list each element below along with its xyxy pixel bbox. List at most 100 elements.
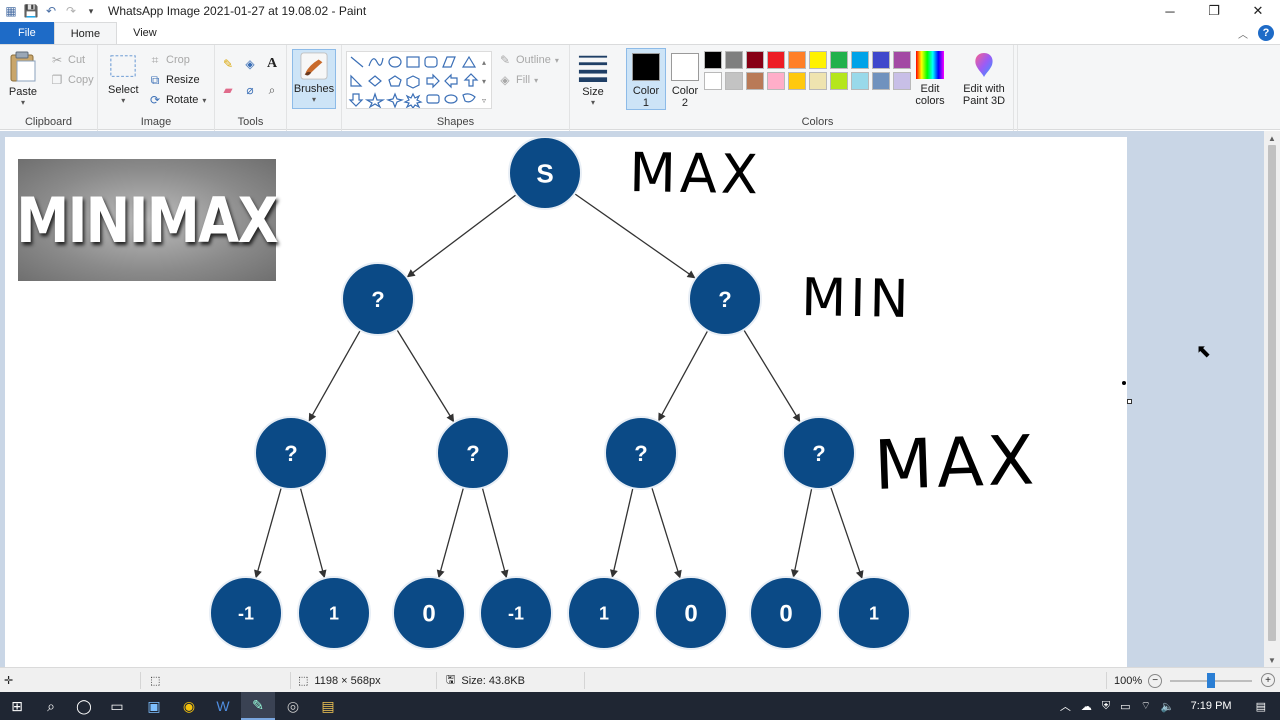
palette-swatch[interactable] xyxy=(788,51,806,69)
outline-button[interactable]: ✎ Outline ▾ xyxy=(499,53,559,67)
resize-button[interactable]: ⧉ Resize xyxy=(148,73,200,87)
shapes-scroll[interactable]: ▴▾▿ xyxy=(482,58,487,105)
palette-swatch[interactable] xyxy=(872,72,890,90)
resize-handle-corner[interactable] xyxy=(1127,399,1132,404)
palette-swatch[interactable] xyxy=(893,51,911,69)
scroll-thumb[interactable] xyxy=(1268,145,1276,641)
max-node-label: ? xyxy=(284,441,297,466)
restore-button[interactable]: ❐ xyxy=(1208,3,1220,18)
undo-icon[interactable]: ↶ xyxy=(45,4,57,18)
color2-button[interactable]: Color 2 xyxy=(666,49,704,109)
copy-button[interactable]: ❐ Copy xyxy=(50,73,94,87)
palette-swatch[interactable] xyxy=(704,72,722,90)
cortana-icon[interactable]: ◯ xyxy=(76,697,92,714)
palette-swatch[interactable] xyxy=(788,72,806,90)
zoom-slider-thumb[interactable] xyxy=(1207,673,1215,688)
palette-swatch[interactable] xyxy=(851,72,869,90)
cut-button[interactable]: ✂ Cut xyxy=(50,53,85,67)
palette-swatch[interactable] xyxy=(809,72,827,90)
zoom-out-icon[interactable]: − xyxy=(1148,673,1163,688)
color1-swatch xyxy=(632,53,660,81)
notifications-icon[interactable]: ▤ xyxy=(1255,700,1266,713)
word-icon[interactable]: W xyxy=(216,698,230,714)
paint-taskbar-icon[interactable]: ✎ xyxy=(241,692,275,720)
palette-swatch[interactable] xyxy=(767,72,785,90)
close-button[interactable]: ✕ xyxy=(1252,3,1264,18)
rotate-button[interactable]: ⟳ Rotate ▾ xyxy=(149,93,207,107)
start-windows-icon[interactable]: ⊞ xyxy=(11,697,23,714)
palette-swatch[interactable] xyxy=(704,51,722,69)
paint-app-icon[interactable]: ▦ xyxy=(5,4,17,18)
fill-tool[interactable]: ◈ xyxy=(243,57,257,71)
leaf-node-label: 1 xyxy=(869,603,879,623)
magnifier-icon: ⌕ xyxy=(268,82,276,97)
palette-swatch[interactable] xyxy=(830,72,848,90)
file-size: Size: 43.8KB xyxy=(461,674,525,687)
palette-swatch[interactable] xyxy=(872,51,890,69)
palette-swatch[interactable] xyxy=(830,51,848,69)
onedrive-icon[interactable]: ☁ xyxy=(1080,700,1092,713)
eraser-tool[interactable]: ▰ xyxy=(221,83,235,97)
customize-qat-icon[interactable]: ▾ xyxy=(88,5,94,16)
resize-handle-right[interactable] xyxy=(1122,381,1126,385)
collapse-ribbon-icon[interactable]: ︿ xyxy=(1238,29,1248,41)
redo-icon[interactable]: ↷ xyxy=(65,4,77,18)
tab-home[interactable]: Home xyxy=(53,22,118,44)
shapes-group: ▴▾▿ ✎ Outline ▾ ◈ Fill ▾ Shapes xyxy=(342,45,570,131)
edge-max-leaf xyxy=(299,487,326,579)
color-picker-tool[interactable]: ⌀ xyxy=(243,83,257,97)
text-tool[interactable]: A xyxy=(265,56,279,71)
save-icon[interactable]: 💾 xyxy=(23,4,39,18)
search-icon[interactable]: ⌕ xyxy=(47,697,55,714)
wifi-icon[interactable]: ⌔ xyxy=(1140,700,1151,712)
edge-arrowhead xyxy=(855,570,864,579)
minimize-button[interactable]: ─ xyxy=(1165,3,1175,19)
help-icon[interactable]: ? xyxy=(1258,25,1274,41)
shapes-gallery[interactable] xyxy=(346,51,492,110)
palette-swatch[interactable] xyxy=(746,51,764,69)
crop-button[interactable]: ⌗ Crop xyxy=(148,53,190,67)
ribbon: Paste ▾ ✂ Cut ❐ Copy Clipboard Select ▾ … xyxy=(0,44,1280,131)
edge-root-left xyxy=(406,194,517,278)
scroll-down-icon[interactable]: ▼ xyxy=(1268,655,1276,665)
size-button[interactable]: Size ▾ xyxy=(578,51,608,107)
desktop-app-icon[interactable]: ▣ xyxy=(147,697,161,714)
rotate-icon: ⟳ xyxy=(149,93,161,107)
battery-icon[interactable]: ▭ xyxy=(1120,700,1131,713)
palette-swatch[interactable] xyxy=(725,72,743,90)
security-icon[interactable]: ⛨ xyxy=(1101,699,1111,712)
palette-swatch[interactable] xyxy=(851,51,869,69)
recorder-icon[interactable]: ◎ xyxy=(286,697,300,714)
palette-swatch[interactable] xyxy=(767,51,785,69)
tray-chevron-icon[interactable]: ︿ xyxy=(1059,701,1071,713)
edge-min-max xyxy=(308,330,361,422)
palette-swatch[interactable] xyxy=(809,51,827,69)
select-button[interactable]: Select ▾ xyxy=(108,53,139,105)
magnifier-tool[interactable]: ⌕ xyxy=(265,83,279,97)
volume-icon[interactable]: 🔈 xyxy=(1160,700,1175,713)
palette-swatch[interactable] xyxy=(725,51,743,69)
file-explorer-icon[interactable]: ▤ xyxy=(321,697,335,714)
vertical-scrollbar[interactable]: ▲ ▼ xyxy=(1264,131,1280,667)
palette-swatch[interactable] xyxy=(893,72,911,90)
color1-button[interactable]: Color 1 xyxy=(626,48,666,110)
paste-button[interactable]: Paste ▾ xyxy=(8,51,38,107)
edge-arrowhead xyxy=(308,412,317,422)
tab-view[interactable]: View xyxy=(133,27,157,39)
fill-button[interactable]: ◈ Fill ▾ xyxy=(498,73,538,87)
brushes-button[interactable]: Brushes ▾ xyxy=(292,49,336,109)
edit-colors-button[interactable]: Edit colors xyxy=(912,51,948,107)
edge-max-leaf xyxy=(651,487,681,579)
task-view-icon[interactable]: ▭ xyxy=(110,697,124,714)
scroll-up-icon[interactable]: ▲ xyxy=(1268,133,1276,143)
level-label-max: MAX xyxy=(873,421,1039,506)
tab-file[interactable]: File xyxy=(0,22,54,44)
palette-swatch[interactable] xyxy=(746,72,764,90)
clock[interactable]: 7:19 PM xyxy=(1190,700,1232,712)
zoom-in-icon[interactable]: + xyxy=(1261,673,1275,687)
chrome-icon[interactable]: ◉ xyxy=(182,697,196,714)
edit-with-paint3d-button[interactable]: Edit with Paint 3D xyxy=(958,51,1010,107)
pencil-tool[interactable]: ✎ xyxy=(221,57,235,71)
leaf-node xyxy=(209,576,283,650)
